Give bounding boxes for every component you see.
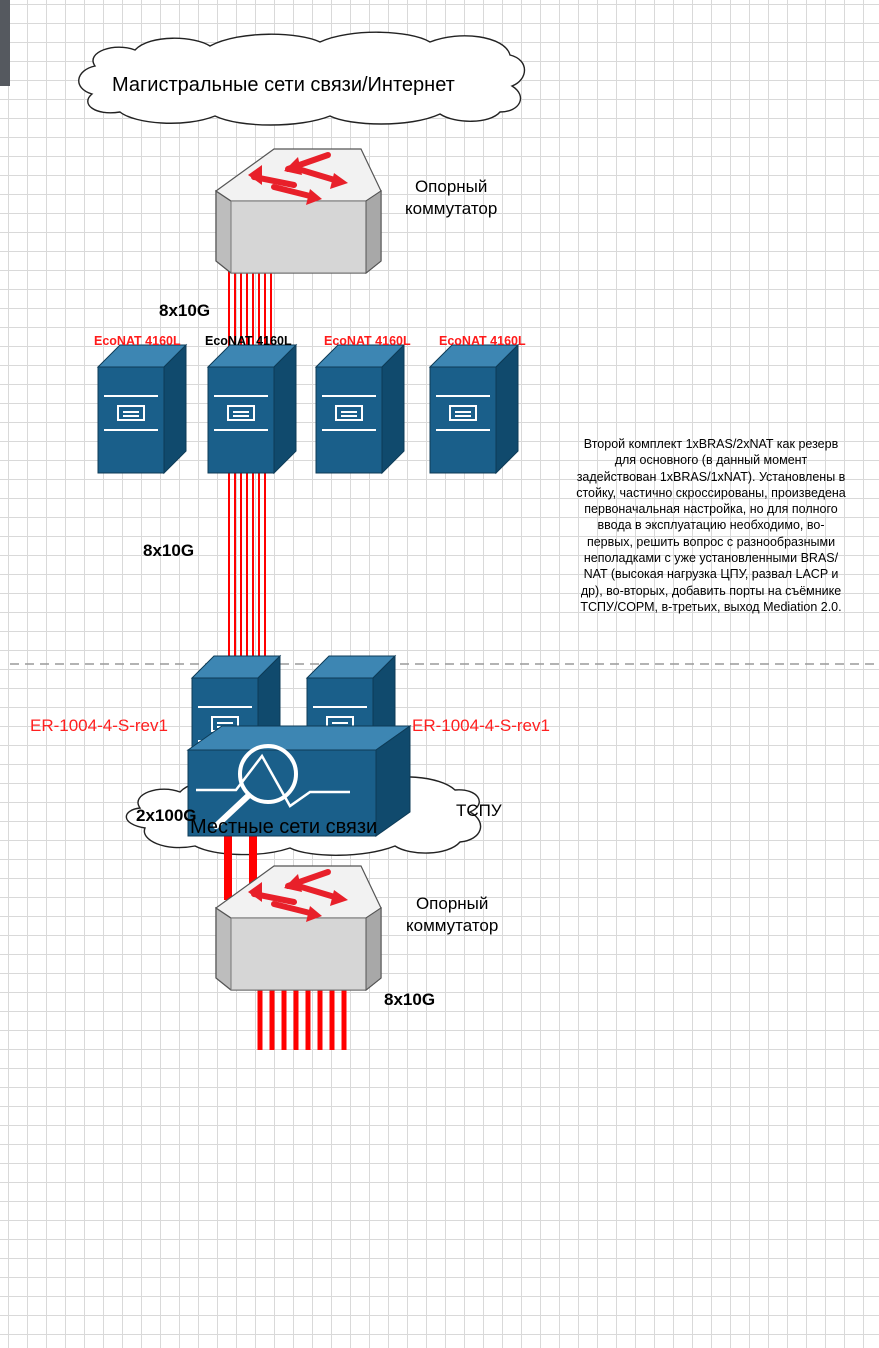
note-line: ТСПУ/СОРМ, в-третьих, выход Mediation 2.… [580,599,842,614]
server-icon [207,344,297,474]
server-icon [315,344,405,474]
window-edge-tab [0,0,10,86]
note-line: первоначальная настройка, но для полного [584,502,838,517]
note-line: Второй комплект 1xBRAS/2xNAT как резерв [583,437,839,451]
reserve-note: Второй комплект 1xBRAS/2xNAT как резерв … [536,436,879,615]
switch-top-label-line2: коммутатор [405,199,498,218]
link-label-switch-nat: 8x10G [159,301,211,320]
tspu-icon [186,725,412,837]
switch-bottom-label-line1: Опорный [415,894,489,913]
switch-top-label-line1: Опорный [414,177,488,196]
switch-icon [216,149,381,273]
note-line: задействован 1xBRAS/1xNAT). Установлены … [576,469,846,484]
note-line: ввода в эксплуатацию необходимо, во- [597,518,825,533]
note-line: для основного (в данный момент [614,453,808,468]
link-label-nat-er: 8x10G [143,541,195,560]
switch-bottom-label: Опорный коммутатор [406,893,498,937]
note-line: NAT (высокая нагрузка ЦПУ, развал LACP и [583,567,839,582]
switch-icon [216,866,381,990]
switch-top-label: Опорный коммутатор [405,176,497,220]
nat-label-2: EcoNAT 4160L [205,334,292,348]
nat-label-3: EcoNAT 4160L [324,334,411,348]
note-line: неполадками с уже установленными BRAS/ [583,551,839,566]
nat-label-4: EcoNAT 4160L [439,334,526,348]
note-line: первых, решить вопрос с разнообразными [586,534,836,549]
note-line: стойку, частично скроссированы, произвед… [576,485,846,500]
note-line: др), во-вторых, добавить порты на съёмни… [580,583,842,598]
cloud-icon [78,31,526,126]
link-nat-er [228,470,266,690]
cloud-bottom-label: Местные сети связи [190,816,378,838]
switch-bottom-label-line2: коммутатор [406,916,499,935]
server-icon [97,344,187,474]
server-icon [429,344,519,474]
nat-label-1: EcoNAT 4160L [94,334,181,348]
link-label-er-switch: 2x100G [136,806,197,825]
er-label-1: ER-1004-4-S-rev1 [30,716,168,735]
er-label-2: ER-1004-4-S-rev1 [412,716,550,735]
link-label-switch-tspu: 8x10G [384,990,436,1009]
cloud-top-label: Магистральные сети связи/Интернет [112,74,455,96]
tspu-label: ТСПУ [456,801,502,820]
